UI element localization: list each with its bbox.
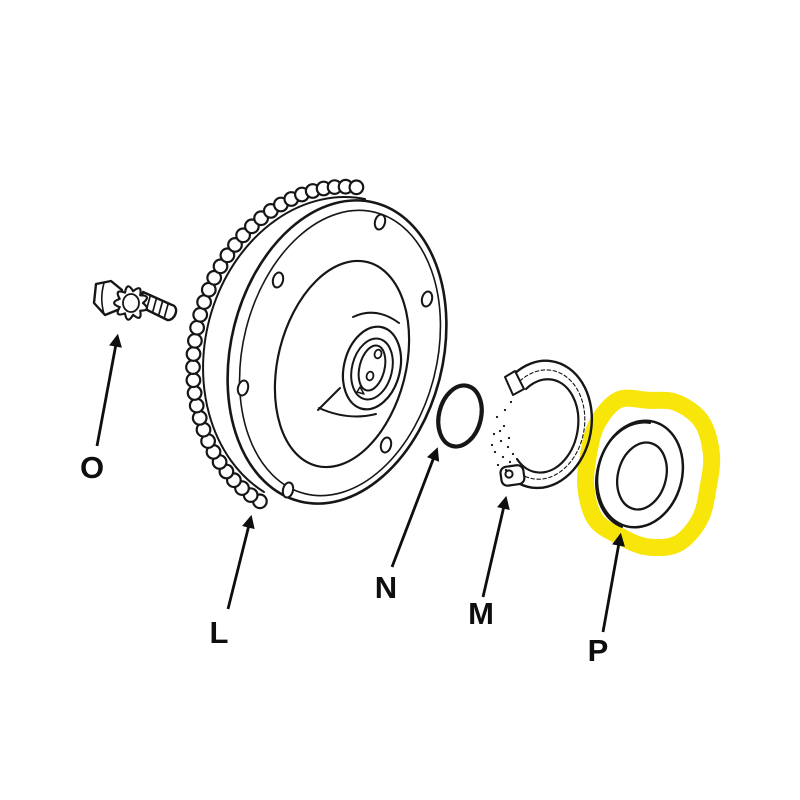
seal-tab-hole <box>504 469 514 479</box>
oring <box>436 383 484 449</box>
seal-part-drawing <box>490 359 594 490</box>
part-label-l: L <box>210 615 229 650</box>
seal-inner-arc <box>515 378 580 474</box>
hub-keyway-notch <box>356 386 365 395</box>
seal-end-cap <box>504 370 525 396</box>
arrow-to-part-n <box>390 447 440 568</box>
arrow-to-part-o <box>95 333 122 447</box>
hub-side-line <box>317 387 341 411</box>
part-label-o: O <box>80 450 104 485</box>
seal-outer-arc <box>502 359 594 490</box>
bolt-flange-center <box>122 293 140 313</box>
part-label-m: M <box>468 596 494 631</box>
flywheel-bolt-holes <box>236 213 434 499</box>
seal-coil-texture <box>510 369 586 480</box>
bolt-shank <box>137 290 178 322</box>
leader-arrows <box>95 333 625 633</box>
bolt-hex-facet <box>100 282 105 315</box>
hub-shoulder-bottom <box>318 407 377 418</box>
highlight-ring <box>577 389 721 557</box>
flywheel-rim <box>226 199 448 505</box>
hub-hole-lower <box>365 370 375 382</box>
washer-thickness-edge <box>595 421 651 528</box>
arrow-to-part-l <box>226 514 255 610</box>
hub-hole-upper <box>373 348 383 360</box>
gear-teeth-base-arc <box>202 196 366 493</box>
hub-shoulder-top <box>352 311 400 324</box>
gear-teeth <box>185 178 365 510</box>
arrow-to-part-m <box>481 495 510 598</box>
arrow-to-part-p <box>601 532 625 633</box>
oring-part-drawing <box>436 383 484 449</box>
part-label-n: N <box>375 570 397 605</box>
flywheel-dished-face <box>273 259 411 469</box>
bolt-flange-washer <box>113 285 148 321</box>
washer-inner <box>616 441 668 511</box>
seal-stipple-dots <box>490 400 515 472</box>
part-label-p: P <box>588 633 609 668</box>
washer-part-drawing <box>595 419 685 529</box>
flywheel-part-drawing <box>185 178 448 510</box>
hub-outer <box>341 325 403 411</box>
flywheel-rim-chamfer <box>238 209 442 497</box>
hub-middle <box>350 337 394 401</box>
bolt-part-drawing <box>92 279 178 322</box>
hub-boss <box>357 344 387 392</box>
